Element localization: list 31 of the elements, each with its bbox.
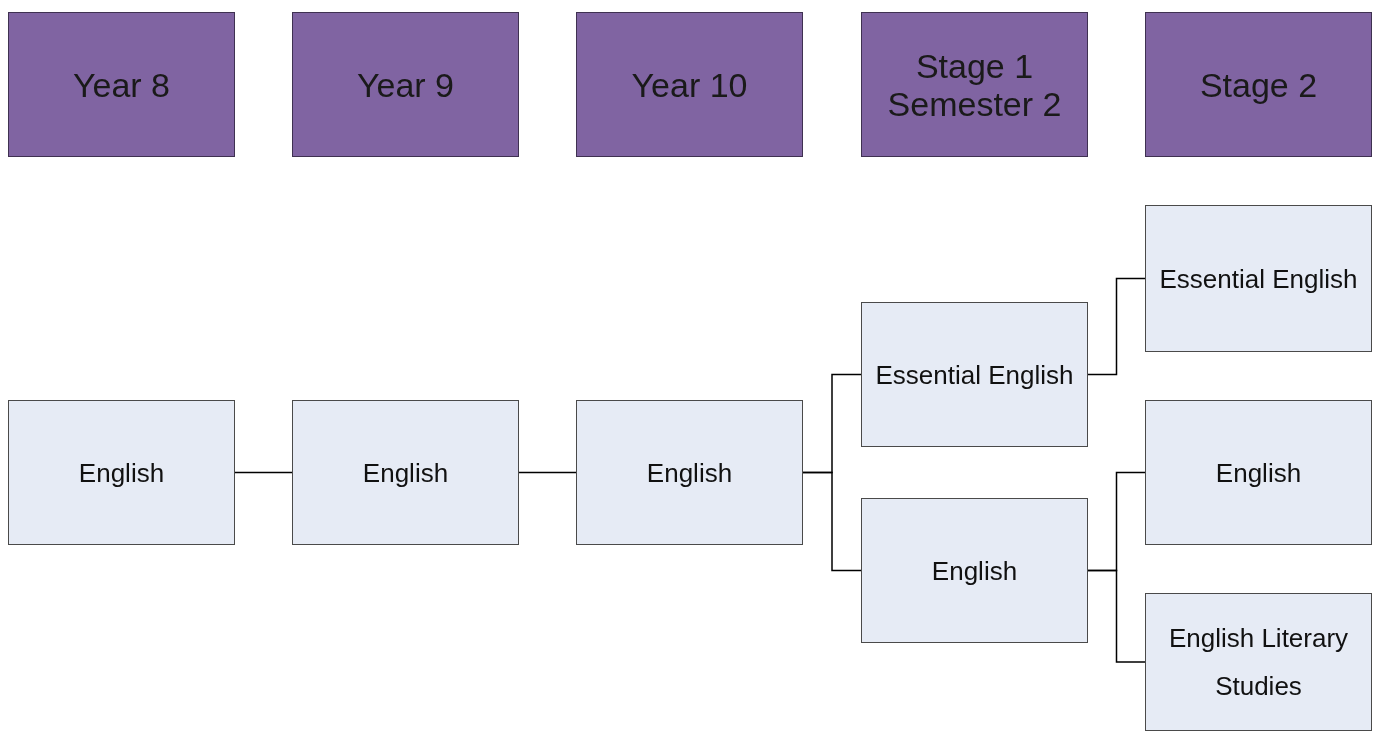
course-name: English (362, 456, 449, 490)
header-text: Stage 1 Semester 2 (886, 46, 1063, 123)
header-text: Year 8 (72, 65, 171, 104)
connector-line (802, 471, 862, 572)
header-text: Stage 2 (1199, 65, 1318, 104)
connector-line (234, 471, 293, 474)
header-box (292, 12, 519, 157)
course-name: Essential English (875, 358, 1074, 392)
course-name: English (646, 456, 733, 490)
course-box (1145, 400, 1372, 545)
course-box (861, 498, 1088, 643)
connector-line (1087, 277, 1146, 376)
course-name: Essential English (1159, 262, 1358, 296)
course-box (8, 400, 235, 545)
course-name: English Literary Studies (1167, 622, 1350, 703)
course-name: English (931, 554, 1018, 588)
course-name: English (1215, 456, 1302, 490)
header-text: Year 10 (631, 65, 748, 104)
course-box (576, 400, 803, 545)
course-box (1145, 205, 1372, 352)
connector-line (1087, 569, 1146, 663)
header-box (861, 12, 1088, 157)
header-box (8, 12, 235, 157)
course-box (861, 302, 1088, 447)
header-box (1145, 12, 1372, 157)
header-text: Year 9 (356, 65, 455, 104)
course-box (1145, 593, 1372, 731)
course-box (292, 400, 519, 545)
course-name: English (78, 456, 165, 490)
connector-line (518, 471, 577, 474)
header-box (576, 12, 803, 157)
